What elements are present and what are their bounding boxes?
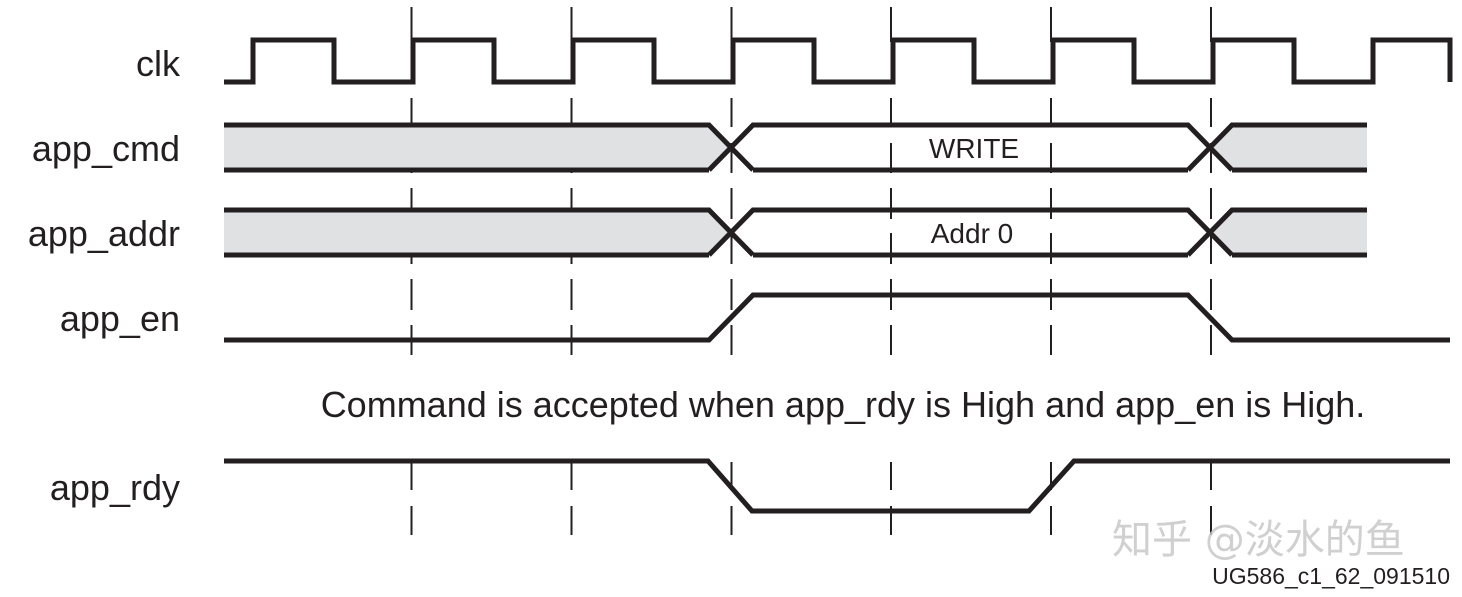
bus-outline-top <box>224 207 1367 257</box>
signal-label-app-addr: app_addr <box>28 213 180 254</box>
signal-label-app-en: app_en <box>60 298 180 339</box>
figure-id: UG586_c1_62_091510 <box>1212 563 1450 589</box>
signal-label-app-rdy: app_rdy <box>50 467 180 508</box>
signal-label-clk: clk <box>136 43 181 84</box>
waveform-clk <box>224 37 1453 85</box>
bus-undefined-region <box>224 210 731 255</box>
clock-edge-reference-lines <box>410 7 1212 535</box>
watermark: 知乎 @淡水的鱼 <box>1112 517 1405 563</box>
waveform-app-cmd: WRITE <box>224 122 1367 173</box>
bus-undefined-region <box>1210 125 1367 170</box>
bus-outline-top <box>224 122 1367 172</box>
waveform-app-addr: Addr 0 <box>224 207 1367 258</box>
waveform-app-rdy <box>224 458 1450 514</box>
signal-label-app-cmd: app_cmd <box>32 128 180 169</box>
bus-undefined-region <box>224 125 731 170</box>
timing-note: Command is accepted when app_rdy is High… <box>321 384 1366 425</box>
bus-value-app-cmd: WRITE <box>929 133 1019 164</box>
waveform-app-en <box>224 292 1450 343</box>
bus-undefined-region <box>1210 210 1367 255</box>
bus-value-app-addr: Addr 0 <box>931 218 1014 249</box>
